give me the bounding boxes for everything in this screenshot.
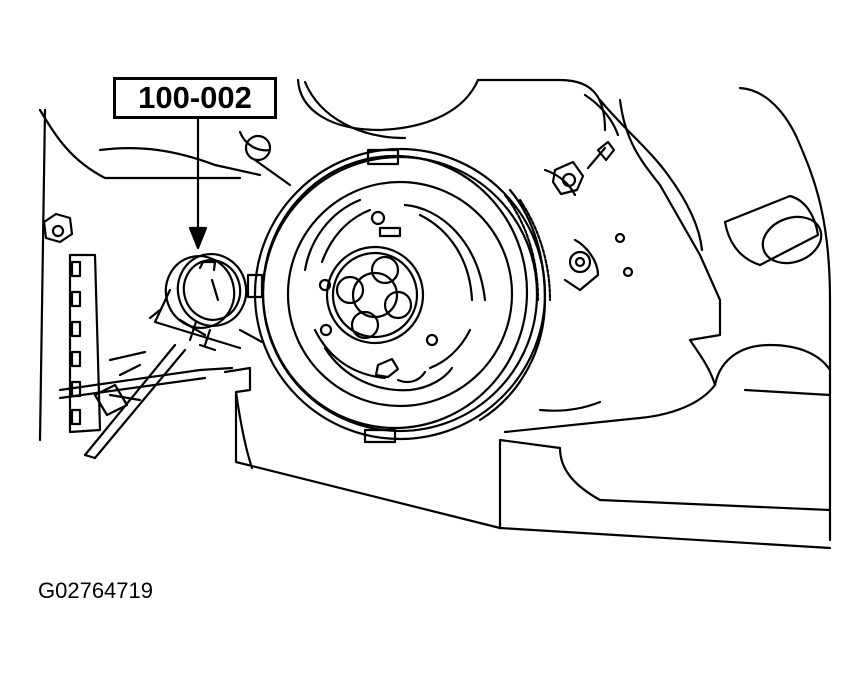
oil-pan-outline	[225, 340, 830, 548]
tool-callout-label: 100-002	[113, 77, 277, 119]
bracket-bolt	[44, 214, 72, 242]
engine-block-outline	[298, 80, 830, 540]
timing-cover-bolts	[553, 142, 632, 290]
crankshaft-pulley-icon	[248, 149, 550, 442]
dial-indicator-icon	[85, 246, 262, 458]
figure-id-label: G02764719	[38, 578, 153, 603]
mounting-bracket	[40, 110, 290, 440]
callout-leader-arrow	[190, 119, 206, 248]
oil-filler-cap	[725, 196, 828, 271]
